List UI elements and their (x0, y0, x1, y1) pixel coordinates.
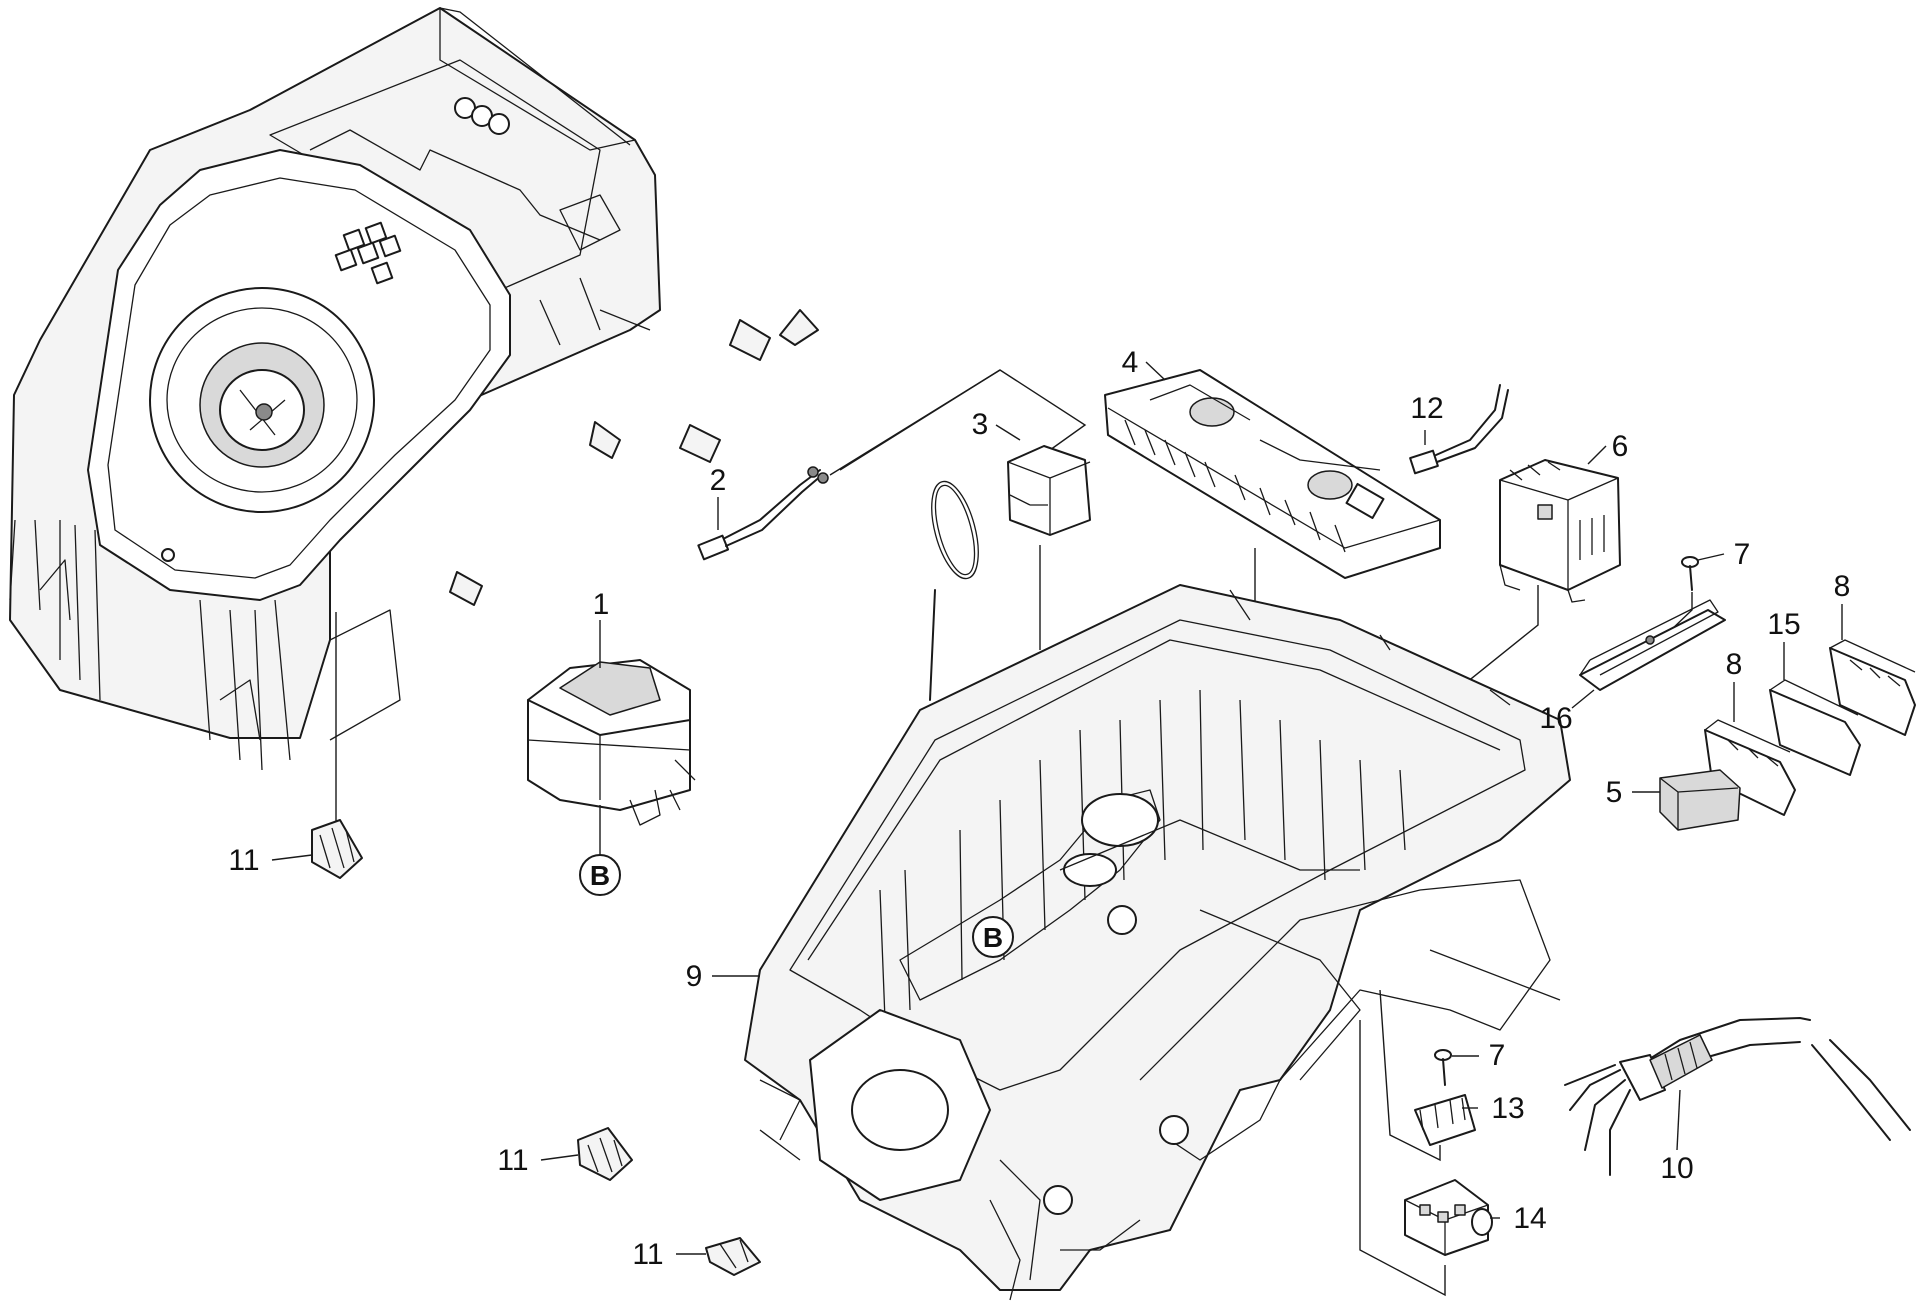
callout-3: 3 (972, 408, 989, 441)
clip-part-11-middle (577, 1127, 633, 1181)
callout-5: 5 (1606, 776, 1623, 809)
clip-tab (729, 319, 771, 361)
pad-part-5 (1659, 769, 1741, 831)
din-rail-part-16 (1579, 599, 1726, 691)
callout-1: 1 (593, 588, 610, 621)
callout-11-middle: 11 (497, 1144, 528, 1177)
callout-13: 13 (1491, 1092, 1524, 1125)
circuit-board-part-4 (1104, 369, 1441, 579)
callout-8-left: 8 (1726, 648, 1743, 681)
callout-12: 12 (1410, 392, 1443, 425)
top-cover-hood (9, 7, 819, 771)
terminal-block-part-8-right (1829, 639, 1916, 736)
badge-b-transformer: B (579, 854, 621, 896)
sensor-connector-part-12 (1409, 384, 1509, 475)
svg-text:B: B (590, 860, 610, 891)
thermostat-part-3 (929, 445, 1091, 701)
callout-15: 15 (1767, 608, 1800, 641)
callout-14: 14 (1513, 1202, 1546, 1235)
svg-text:B: B (983, 922, 1003, 953)
callout-4: 4 (1122, 346, 1139, 379)
callout-6: 6 (1612, 430, 1629, 463)
clip-part-11-lower (705, 1237, 761, 1276)
callout-10: 10 (1660, 1152, 1693, 1185)
screw-part-7-upper (1681, 556, 1699, 591)
contactor-part-6 (1499, 459, 1621, 603)
screw-part-7-lower (1434, 1049, 1452, 1086)
base-housing-part-9 (744, 584, 1571, 1301)
callout-16: 16 (1539, 702, 1572, 735)
callout-labels: 1 2 3 4 5 6 7 8 15 8 16 9 10 11 11 11 12 (228, 346, 1850, 1271)
badge-b-base: B (972, 916, 1014, 958)
power-cable-part-10 (1564, 1017, 1911, 1176)
cable-part-2 (697, 466, 829, 561)
clip-part-11-upper (311, 819, 363, 879)
callout-2: 2 (710, 464, 727, 497)
callout-8-right: 8 (1834, 570, 1851, 603)
callout-9: 9 (686, 960, 703, 993)
terminal-strip-part-13 (1414, 1094, 1476, 1146)
connector-block-part-14 (1404, 1179, 1493, 1256)
logo-grid-icon (334, 221, 402, 285)
callout-11-upper: 11 (228, 844, 259, 877)
callout-11-lower: 11 (632, 1238, 663, 1271)
terminal-block-part-15 (1769, 679, 1861, 776)
callout-7-lower: 7 (1489, 1039, 1506, 1072)
callout-7-upper: 7 (1734, 538, 1751, 571)
transformer-part-1 (527, 659, 696, 826)
